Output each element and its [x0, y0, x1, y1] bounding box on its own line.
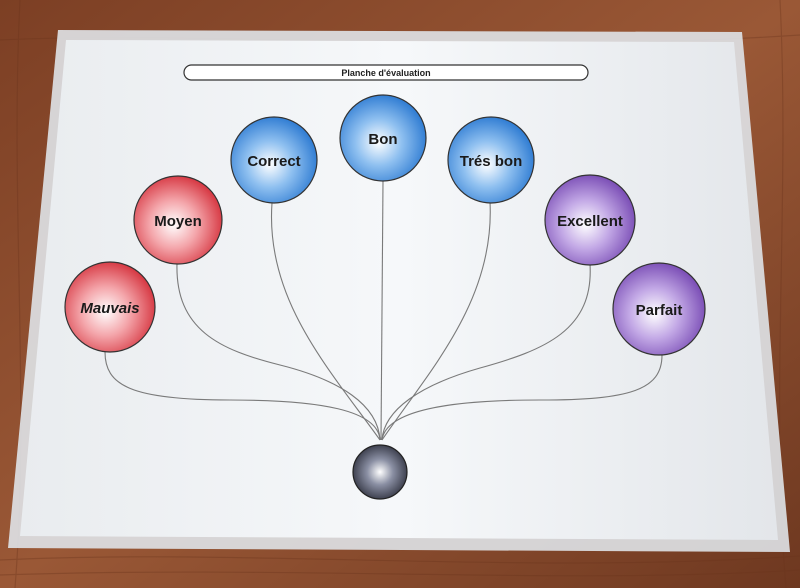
stem-correct — [270, 202, 381, 441]
level-circle-moyen: Moyen — [133, 175, 223, 265]
level-label-parfait: Parfait — [636, 302, 683, 319]
level-circle-mauvais: Mauvais — [64, 261, 156, 353]
level-label-correct: Correct — [247, 153, 300, 170]
base-ball — [352, 444, 408, 500]
level-circle-tres-bon: Trés bon — [447, 116, 535, 204]
level-label-bon: Bon — [368, 131, 397, 148]
stem-tres-bon — [381, 201, 491, 441]
level-label-tres-bon: Trés bon — [460, 153, 523, 170]
title-banner — [183, 64, 589, 81]
stem-bon — [380, 180, 384, 441]
level-circle-correct: Correct — [230, 116, 318, 204]
level-label-moyen: Moyen — [154, 213, 202, 230]
stem-excellent — [381, 263, 591, 441]
level-circle-bon: Bon — [339, 94, 427, 182]
stem-moyen — [176, 262, 381, 441]
stems — [104, 180, 663, 441]
level-circle-parfait: Parfait — [612, 262, 706, 356]
level-label-excellent: Excellent — [557, 213, 623, 230]
stem-parfait — [381, 354, 663, 441]
paper-sheet — [20, 40, 778, 540]
level-circle-excellent: Excellent — [544, 174, 636, 266]
level-label-mauvais: Mauvais — [80, 300, 139, 317]
sheet-title: Planche d'évaluation — [341, 68, 430, 78]
